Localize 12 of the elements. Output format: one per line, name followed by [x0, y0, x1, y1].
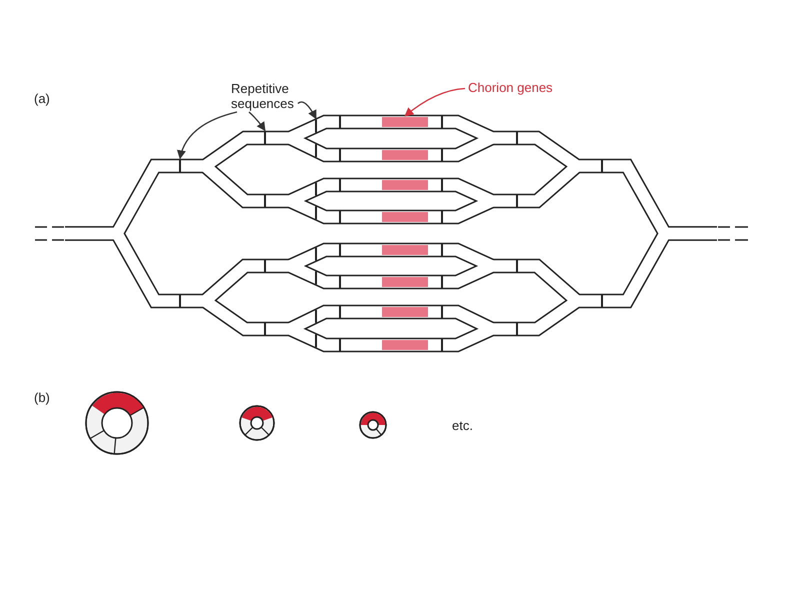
leader-line [177, 111, 238, 160]
leader-line [404, 88, 466, 117]
panel-label: (b) [34, 390, 50, 405]
panel-label: etc. [452, 418, 473, 433]
leader-line [248, 112, 266, 132]
gene-segment [382, 117, 428, 127]
panel-label: (a) [34, 91, 50, 106]
repeat-sequence-mark [264, 132, 266, 144]
callout-label: Chorion genes [468, 80, 553, 95]
repeat-sequence-mark [315, 120, 317, 133]
callout-label: Repetitive sequences [231, 81, 306, 111]
repeat-sequence-mark [179, 160, 181, 172]
